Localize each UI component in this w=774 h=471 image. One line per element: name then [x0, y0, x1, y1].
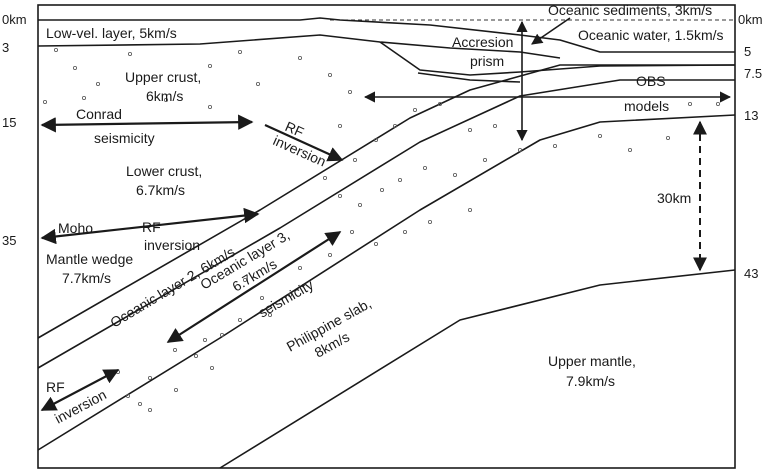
depth-left-3: 3	[2, 40, 9, 55]
slab-seismicity-arrow	[166, 231, 342, 343]
surface-topography-line	[38, 17, 735, 53]
obs-label-1: OBS	[636, 73, 666, 89]
upper-crust-label-2: 6km/s	[146, 88, 183, 104]
conrad-seismicity-label: seismicity	[94, 130, 155, 146]
mantle-wedge-label-2: 7.7km/s	[62, 270, 111, 286]
upper-mantle-label-1: Upper mantle,	[548, 353, 636, 369]
sediments-pointer-arrow	[531, 17, 571, 45]
upper-rf-label-1: RF	[283, 118, 307, 140]
depth-left-15: 15	[2, 115, 16, 130]
lower-crust-label-1: Lower crust,	[126, 163, 202, 179]
conrad-label: Conrad	[76, 106, 122, 122]
slab-seismicity-label: seismicity	[256, 276, 317, 320]
oceanic-layer3-base-moho	[37, 114, 736, 451]
depth-right-43: 43	[744, 266, 758, 281]
upper-rf-inversion-arrow	[264, 123, 344, 162]
depth-right-5: 5	[744, 44, 751, 59]
depth-right-13: 13	[744, 108, 758, 123]
lower-rf-inversion-arrow	[40, 369, 120, 411]
diagram-frame	[37, 4, 736, 469]
thickness-label: 30km	[657, 190, 691, 206]
low-velocity-layer-label: Low-vel. layer, 5km/s	[46, 25, 177, 41]
moho-rf-label-1: RF	[142, 219, 161, 235]
conrad-arrow	[40, 114, 254, 133]
upper-crust-label-1: Upper crust,	[125, 69, 201, 85]
depth-left-35: 35	[2, 233, 16, 248]
lower-crust-label-2: 6.7km/s	[136, 182, 185, 198]
oceanic-water-label: Oceanic water, 1.5km/s	[578, 27, 724, 43]
upper-mantle-label-2: 7.9km/s	[566, 373, 615, 389]
accretion-prism-label-1: Accresion	[452, 34, 513, 50]
mantle-wedge-label-1: Mantle wedge	[46, 251, 133, 267]
moho-rf-arrow	[40, 207, 260, 245]
accretion-prism-outline	[379, 41, 736, 76]
obs-label-2: models	[624, 98, 669, 114]
lower-rf-label-1: RF	[46, 379, 65, 395]
depth-left-0: 0km	[2, 12, 27, 27]
moho-rf-label-2: inversion	[144, 237, 200, 253]
moho-label: Moho	[58, 220, 93, 236]
slab-base-line	[219, 269, 736, 469]
depth-right-0: 0km	[738, 12, 763, 27]
oceanic-sediments-label: Oceanic sediments, 3km/s	[548, 2, 712, 18]
depth-right-7-5: 7.5	[744, 66, 762, 81]
accretion-prism-label-2: prism	[470, 53, 504, 69]
